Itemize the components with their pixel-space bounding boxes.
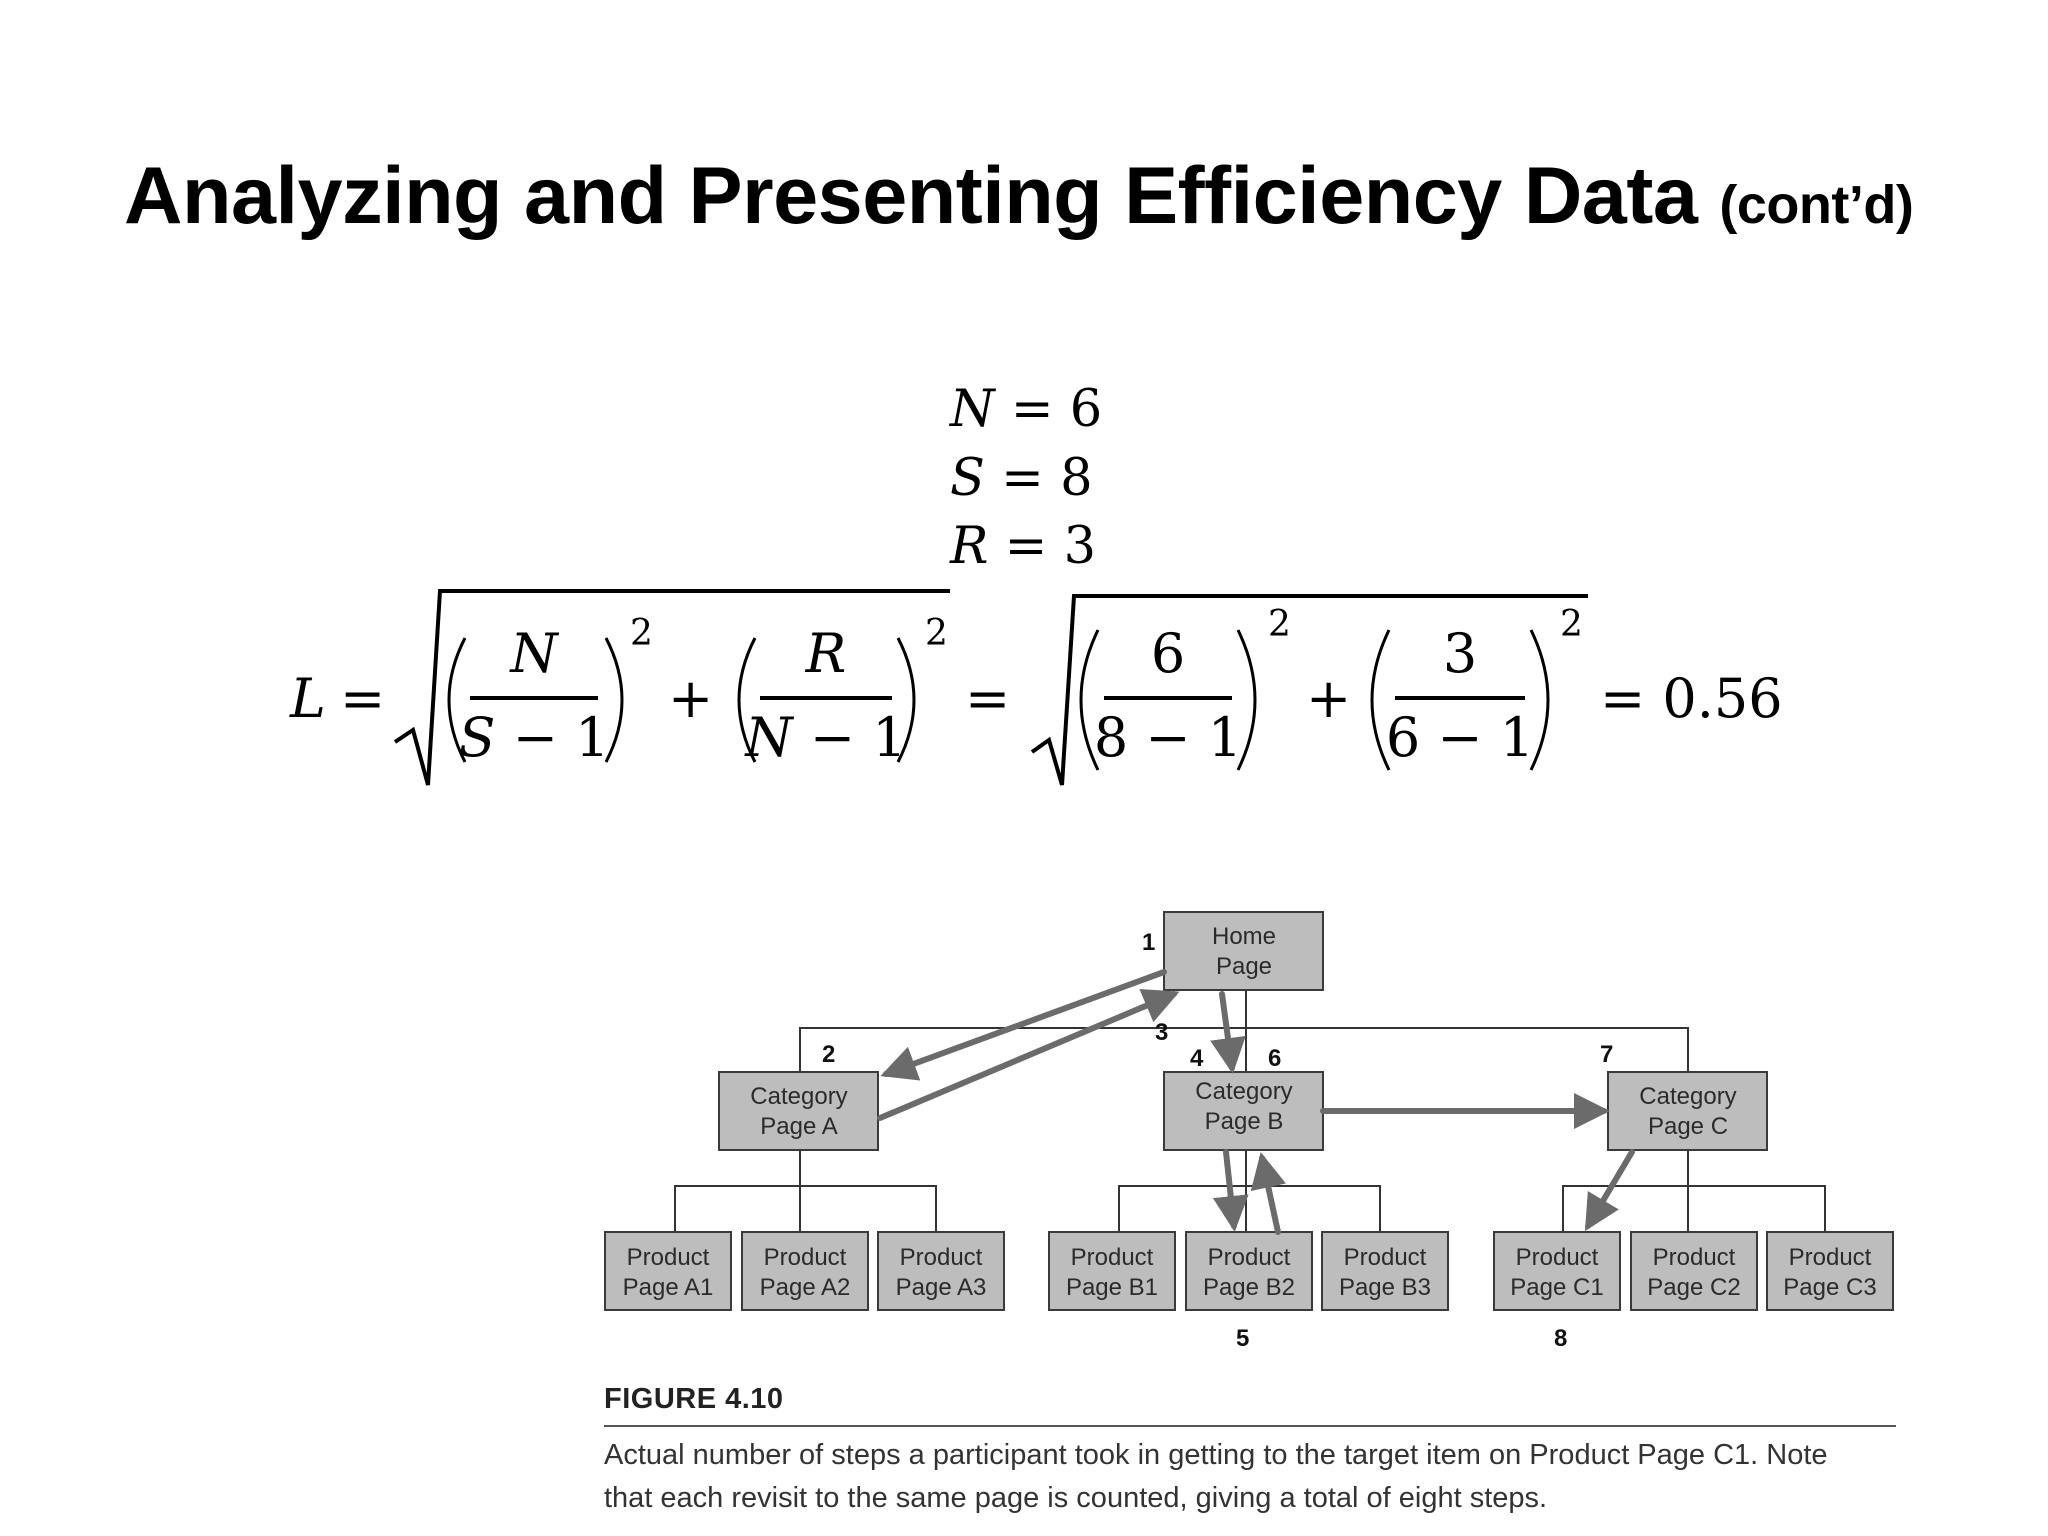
path-arrow-3 [1210, 991, 1246, 1074]
label-a3-2: Page A3 [896, 1274, 987, 1301]
label-cat-b-2: Page B [1205, 1108, 1284, 1135]
node-product-c1 [1493, 1231, 1621, 1311]
path-arrow-4 [1212, 1149, 1249, 1232]
label-c1-1: Product [1516, 1244, 1599, 1271]
step-label-7: 7 [1600, 1041, 1613, 1068]
label-b2-2: Page B2 [1203, 1274, 1295, 1301]
node-product-a1 [604, 1231, 732, 1311]
figure-label: FIGURE 4.10 [604, 1383, 784, 1415]
title-suffix: (cont’d) [1719, 175, 1914, 235]
label-c3-1: Product [1789, 1244, 1872, 1271]
variable-r: R = 3 [950, 517, 1097, 576]
label-a3-1: Product [900, 1244, 983, 1271]
label-cat-b-1: Category [1195, 1078, 1292, 1105]
figure-rule [604, 1425, 1896, 1427]
label-cat-a-1: Category [750, 1083, 847, 1110]
variable-s: S = 8 [950, 449, 1093, 508]
step-label-1: 1 [1142, 929, 1155, 956]
label-home-2: Page [1216, 953, 1272, 980]
label-cat-a-2: Page A [760, 1113, 837, 1140]
label-c2-1: Product [1653, 1244, 1736, 1271]
title-main: Analyzing and Presenting Efficiency Data [124, 151, 1698, 241]
figure-caption: Actual number of steps a participant too… [604, 1434, 1904, 1520]
label-cat-c-1: Category [1639, 1083, 1736, 1110]
label-c3-2: Page C3 [1783, 1274, 1876, 1301]
variable-n: N = 6 [950, 380, 1103, 439]
node-product-b2 [1185, 1231, 1313, 1311]
label-b1-1: Product [1071, 1244, 1154, 1271]
label-b3-1: Product [1344, 1244, 1427, 1271]
caption-line-2: that each revisit to the same page is co… [604, 1482, 1548, 1514]
label-a1-1: Product [627, 1244, 710, 1271]
node-category-a [718, 1071, 879, 1151]
path-arrow-1 [880, 969, 1167, 1081]
label-a1-2: Page A1 [623, 1274, 714, 1301]
step-label-5: 5 [1236, 1325, 1249, 1352]
label-a2-1: Product [764, 1244, 847, 1271]
label-b2-1: Product [1208, 1244, 1291, 1271]
path-arrow-5 [1250, 1152, 1286, 1235]
label-c2-2: Page C2 [1647, 1274, 1740, 1301]
step-label-2: 2 [822, 1041, 835, 1068]
variable-r-value: 3 [1063, 517, 1097, 576]
node-home-page [1163, 911, 1324, 991]
label-b3-2: Page B3 [1339, 1274, 1431, 1301]
variable-n-name: N [950, 380, 995, 439]
node-product-b3 [1321, 1231, 1449, 1311]
variable-s-value: 8 [1060, 449, 1093, 508]
label-cat-c-2: Page C [1648, 1113, 1728, 1140]
label-a2-2: Page A2 [760, 1274, 851, 1301]
step-label-8: 8 [1554, 1325, 1567, 1352]
path-arrow-2 [877, 989, 1180, 1121]
node-product-c2 [1630, 1231, 1758, 1311]
step-label-6: 6 [1268, 1045, 1281, 1072]
slide-title: Analyzing and Presenting Efficiency Data… [124, 150, 1914, 243]
variable-n-value: 6 [1069, 380, 1103, 439]
label-c1-2: Page C1 [1510, 1274, 1603, 1301]
variable-r-name: R [950, 517, 989, 576]
node-product-a2 [741, 1231, 869, 1311]
step-label-4: 4 [1190, 1045, 1204, 1072]
label-b1-2: Page B1 [1066, 1274, 1158, 1301]
node-product-a3 [877, 1231, 1005, 1311]
node-product-b1 [1048, 1231, 1176, 1311]
step-label-3: 3 [1155, 1019, 1168, 1046]
path-arrow-7 [1584, 1149, 1635, 1232]
variable-s-name: S [950, 449, 985, 508]
caption-line-1: Actual number of steps a participant too… [604, 1439, 1828, 1471]
node-product-c3 [1766, 1231, 1894, 1311]
label-home-1: Home [1212, 923, 1276, 950]
